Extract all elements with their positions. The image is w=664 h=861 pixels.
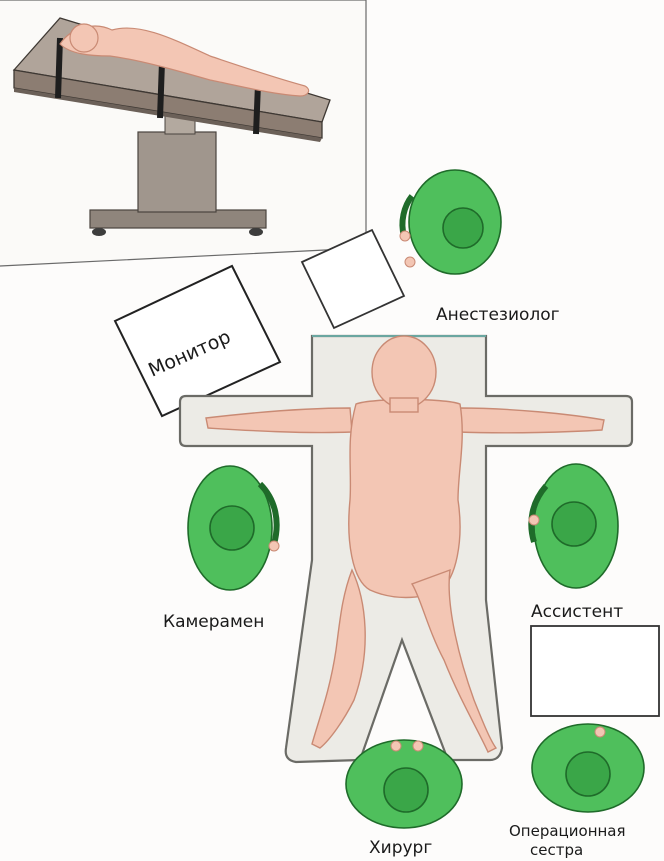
staff-assistant [529,464,618,588]
anesthesiologist-label: Анестезиолог [436,305,560,325]
surgeon-hand-1 [391,741,401,751]
cameraman-hand [269,541,279,551]
staff-anesthesiologist [400,170,501,274]
staff-cameraman [188,466,279,590]
staff-surgeon [346,740,462,828]
instrument-table-box [531,626,659,716]
inset-wheel-right [249,228,263,236]
inset-table-base [90,210,266,228]
inset-wheel-left [92,228,106,236]
cameraman-label: Камерамен [163,612,264,632]
scrub-nurse-label-line2: сестра [530,841,583,859]
inset-strap-2 [160,62,162,118]
scrub-nurse-hand [595,727,605,737]
patient-neck [390,398,418,412]
inset-strap-3 [256,84,258,134]
assistant-head [552,502,596,546]
assistant-hand [529,515,539,525]
scrub-nurse-label-line1: Операционная [509,822,626,840]
cameraman-head [210,506,254,550]
inset-table-column [138,132,216,212]
patient-torso [349,400,462,598]
assistant-label: Ассистент [531,602,623,622]
inset-table-sideview [0,0,366,266]
surgeon-label: Хирург [369,838,432,858]
anesthesiologist-hand-2 [405,257,415,267]
inset-strap-1 [58,38,60,98]
surgeon-hand-2 [413,741,423,751]
staff-scrub-nurse [532,724,644,812]
surgeon-head [384,768,428,812]
inset-patient-head [70,24,98,52]
anesthesiologist-hand-1 [400,231,410,241]
patient-head [372,336,436,408]
monitor: Монитор [115,266,280,416]
scrub-nurse-head [566,752,610,796]
anesthesiologist-head [443,208,483,248]
